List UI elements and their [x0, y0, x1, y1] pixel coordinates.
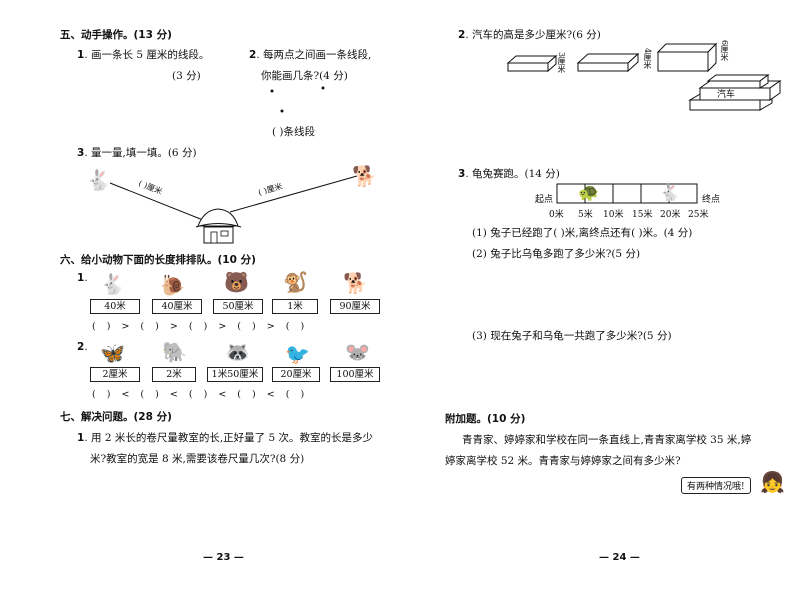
start-label: 起点 — [535, 195, 554, 205]
length-box: 2米 — [152, 367, 196, 382]
r-q2: 2. 汽车的高是多少厘米?(6 分) — [458, 29, 601, 41]
s5-q1-score: (3 分) — [172, 70, 201, 82]
bonus-line2: 婷家离学校 52 米。青青家与婷婷家之间有多少米? — [445, 455, 681, 467]
turtle-icon: 🐢 — [578, 183, 600, 203]
rabbit-icon: 🐇 — [86, 168, 111, 192]
r-q3: 3. 龟兔赛跑。(14 分) — [458, 168, 560, 180]
s5-q2: 2. 每两点之间画一条线段, — [249, 49, 372, 61]
height-label-1: 3厘米 — [557, 52, 566, 74]
bear-icon: 🐻 — [224, 270, 249, 294]
length-box: 40厘米 — [152, 299, 202, 314]
car-label: 汽车 — [717, 90, 736, 100]
page-number-left: — 23 — — [203, 552, 244, 563]
length-box: 40米 — [90, 299, 140, 314]
length-box: 1米 — [272, 299, 318, 314]
length-box: 2厘米 — [90, 367, 140, 382]
tick-label: 10米 — [603, 210, 624, 220]
height-label-3: 6厘米 — [720, 40, 729, 62]
tick-label: 20米 — [660, 210, 681, 220]
dog-icon: 🐕 — [343, 271, 368, 295]
length-box: 90厘米 — [330, 299, 380, 314]
section-6-title: 六、给小动物下面的长度排排队。(10 分) — [60, 254, 256, 266]
section-7-title: 七、解决问题。(28 分) — [60, 411, 172, 423]
bonus-line1: 青青家、婷婷家和学校在同一条直线上,青青家离学校 35 米,婷 — [462, 434, 752, 446]
page-number-right: — 24 — — [599, 552, 640, 563]
compare-row-2: ( ) < ( ) < ( ) < ( ) < ( ) — [92, 389, 305, 400]
bird-icon: 🐦 — [285, 342, 310, 366]
snail-icon: 🐌 — [160, 273, 185, 297]
butterfly-icon: 🦋 — [100, 341, 125, 365]
tick-label: 0米 — [549, 210, 564, 220]
length-box: 100厘米 — [330, 367, 380, 382]
tick-label: 5米 — [578, 210, 593, 220]
s7-q1-line2: 米?教室的宽是 8 米,需要该卷尺量几次?(8 分) — [90, 453, 305, 465]
r-q3-part3: (3) 现在兔子和乌龟一共跑了多少米?(5 分) — [472, 330, 672, 342]
height-label-2: 4厘米 — [643, 48, 652, 70]
length-box: 1米50厘米 — [207, 367, 263, 382]
dog-icon: 🐕 — [352, 164, 377, 188]
r-q3-part2: (2) 兔子比乌龟多跑了多少米?(5 分) — [472, 248, 641, 260]
tick-label: 25米 — [688, 210, 709, 220]
s5-q1: 1. 画一条长 5 厘米的线段。 — [77, 49, 210, 61]
raccoon-icon: 🦝 — [225, 340, 250, 364]
tick-label: 15米 — [632, 210, 653, 220]
girl-icon: 👧 — [760, 470, 785, 494]
length-box: 50厘米 — [213, 299, 263, 314]
end-label: 终点 — [702, 195, 721, 205]
monkey-icon: 🐒 — [283, 270, 308, 294]
s5-q2-line2: 你能画几条?(4 分) — [261, 70, 348, 82]
r-q3-part1: (1) 兔子已经跑了( )米,离终点还有( )米。(4 分) — [472, 227, 693, 239]
mouse-icon: 🐭 — [345, 340, 370, 364]
s5-q3: 3. 量一量,填一填。(6 分) — [77, 147, 197, 159]
length-box: 20厘米 — [272, 367, 320, 382]
section-5-title: 五、动手操作。(13 分) — [60, 29, 172, 41]
s7-q1-line1: 1. 用 2 米长的卷尺量教室的长,正好量了 5 次。教室的长是多少 — [77, 432, 374, 444]
rabbit-icon: 🐇 — [659, 183, 681, 203]
s6-r2-num: 2. — [77, 341, 88, 353]
elephant-icon: 🐘 — [162, 340, 187, 364]
compare-row-1: ( ) > ( ) > ( ) > ( ) > ( ) — [92, 321, 305, 332]
s6-r1-num: 1. — [77, 272, 88, 284]
hint-bubble: 有两种情况哦! — [681, 477, 751, 494]
bonus-title: 附加题。(10 分) — [445, 413, 526, 425]
rabbit-icon: 🐇 — [100, 272, 125, 296]
s5-q2-answer: ( )条线段 — [272, 126, 316, 138]
